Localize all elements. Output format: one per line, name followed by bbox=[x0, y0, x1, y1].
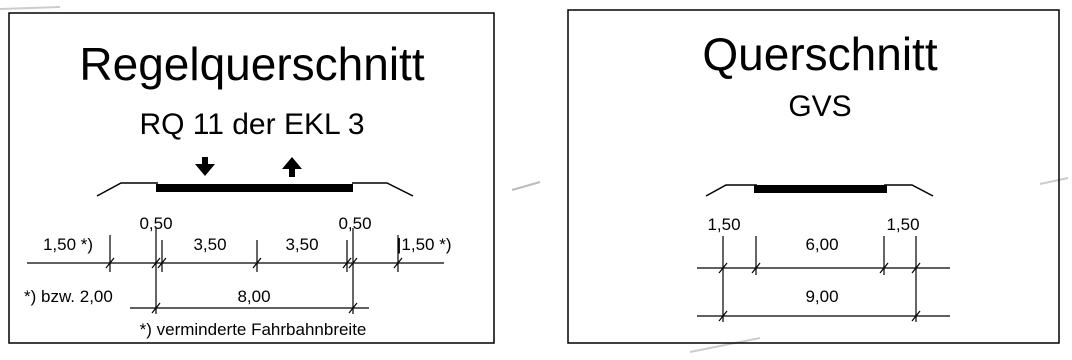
left-title: Regelquerschnitt bbox=[79, 38, 424, 90]
dim-shoulder-left: 1,50 *) bbox=[43, 235, 93, 254]
note-width-alt: *) bzw. 2,00 bbox=[24, 287, 113, 306]
dim-carriageway-gvs: 6,00 bbox=[805, 235, 838, 254]
left-panel-frame bbox=[8, 12, 495, 344]
dim-strip-right: 0,50 bbox=[338, 214, 371, 233]
dim-total-gvs: 9,00 bbox=[805, 287, 838, 306]
dim-shoulder-right-gvs: 1,50 bbox=[886, 215, 919, 234]
right-title: Querschnitt bbox=[702, 28, 937, 80]
dimension-line-top bbox=[27, 228, 444, 314]
left-subtitle: RQ 11 der EKL 3 bbox=[139, 108, 364, 141]
road-profile-gvs bbox=[705, 184, 934, 197]
dim-lane-right: 3,50 bbox=[285, 235, 318, 254]
left-panel: Regelquerschnitt RQ 11 der EKL 3 bbox=[8, 12, 495, 344]
dimension-line-bottom-gvs bbox=[697, 310, 950, 322]
carriageway-surface bbox=[156, 184, 353, 192]
scan-artifact bbox=[0, 6, 61, 10]
arrow-up-icon bbox=[282, 157, 302, 177]
scan-artifact bbox=[1039, 177, 1069, 185]
dim-shoulder-right: |1,50 *) bbox=[397, 235, 452, 254]
right-panel-frame bbox=[567, 9, 1060, 344]
arrow-down-icon bbox=[195, 157, 215, 176]
dim-strip-left: 0,50 bbox=[139, 214, 172, 233]
road-profile bbox=[96, 182, 414, 197]
footnote: *) verminderte Fahrbahnbreite bbox=[140, 320, 367, 339]
right-panel: Querschnitt GVS 1,50 6,00 1,50 bbox=[567, 9, 1060, 344]
scan-artifact bbox=[689, 337, 761, 353]
dim-lane-left: 3,50 bbox=[193, 235, 226, 254]
dim-shoulder-left-gvs: 1,50 bbox=[707, 215, 740, 234]
dimension-line-top-gvs bbox=[697, 236, 950, 322]
dim-paved-total: 8,00 bbox=[237, 287, 270, 306]
carriageway-surface-gvs bbox=[754, 185, 887, 193]
scan-artifact bbox=[511, 181, 541, 191]
dimension-line-bottom bbox=[130, 302, 369, 314]
right-subtitle: GVS bbox=[788, 90, 851, 123]
